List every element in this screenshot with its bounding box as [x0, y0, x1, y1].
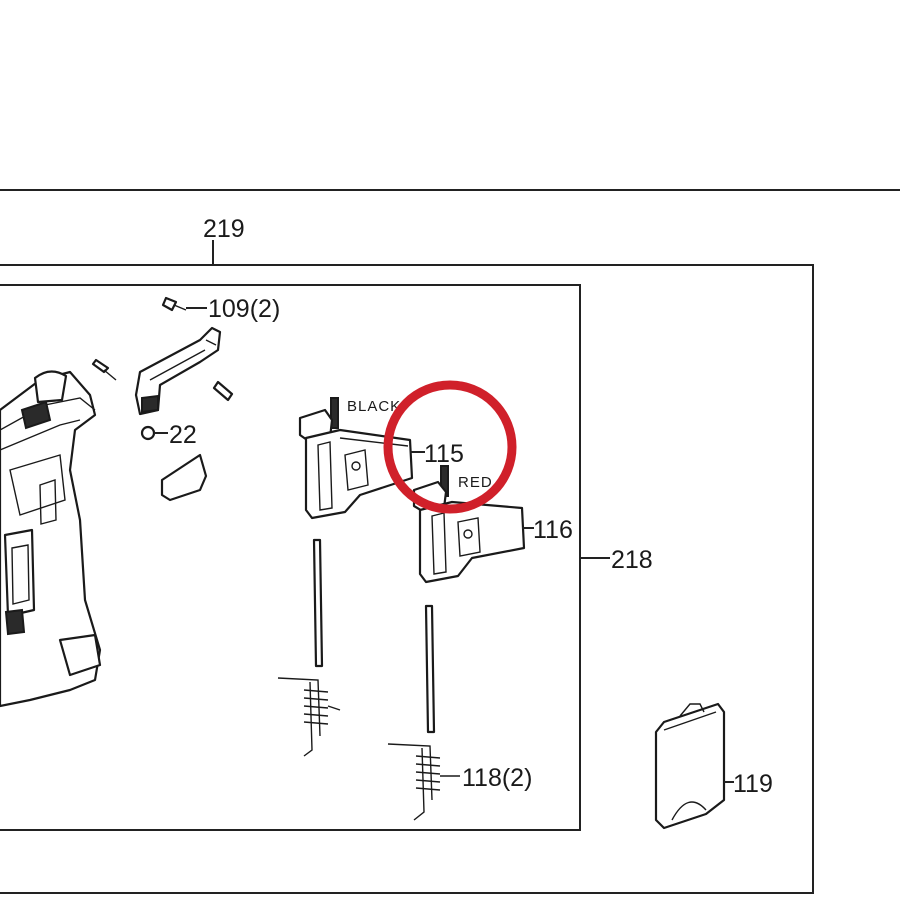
callout-219: 219 — [203, 215, 245, 243]
bracket-part — [134, 326, 222, 416]
callout-115: 115 — [424, 440, 464, 468]
callout-116: 116 — [533, 516, 573, 544]
callout-109: 109(2) — [208, 295, 280, 323]
spring-left-part — [277, 677, 341, 757]
screw-109-part — [161, 296, 187, 312]
cover-119-part — [654, 702, 726, 830]
flat-plate-part — [160, 453, 208, 502]
spring-right-part — [387, 743, 460, 821]
highlight-circle — [383, 380, 517, 514]
callout-22: 22 — [169, 421, 197, 449]
inner-box-218 — [0, 284, 581, 831]
small-spring-part — [212, 380, 234, 402]
outer-box-219 — [0, 264, 814, 894]
part-22-round — [140, 425, 156, 441]
small-screw-part — [91, 358, 117, 381]
rod-left — [312, 538, 324, 668]
callout-118: 118(2) — [462, 764, 532, 792]
wire-label-black: BLACK — [347, 398, 401, 415]
rod-right — [424, 604, 436, 734]
main-housing-part — [0, 370, 102, 708]
callout-119: 119 — [733, 770, 773, 798]
callout-218: 218 — [611, 546, 653, 574]
wire-label-red: RED — [458, 474, 493, 491]
